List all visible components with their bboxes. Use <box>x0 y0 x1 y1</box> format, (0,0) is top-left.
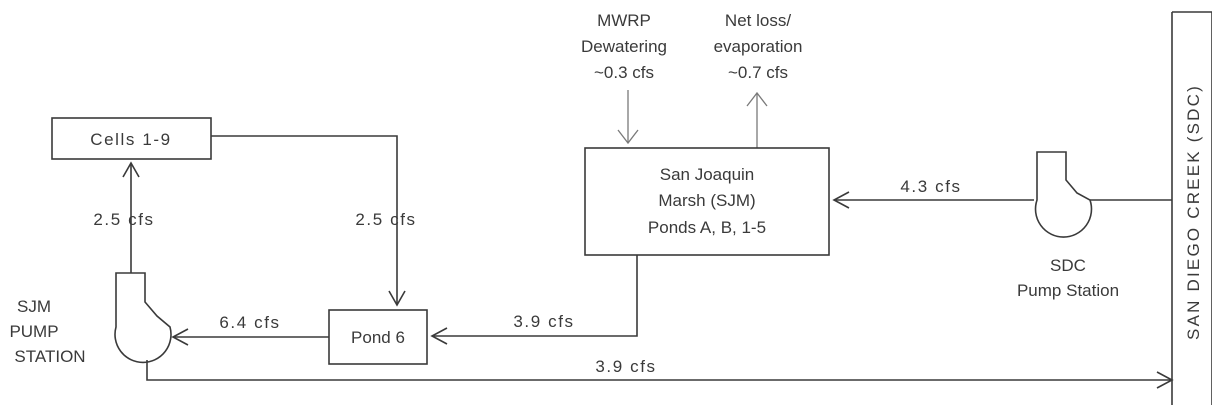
sjm-label-line1: San Joaquin <box>660 165 755 184</box>
cells-to-pond6-arrow <box>211 135 406 307</box>
mwrp-label-line1: MWRP <box>597 11 651 30</box>
pond6-label: Pond 6 <box>351 328 405 347</box>
sjm-label-line2: Marsh (SJM) <box>658 191 755 210</box>
sjm-pump-label-line1: SJM <box>17 297 51 316</box>
pond6-to-pump-flow-label: 6.4 cfs <box>219 313 280 332</box>
cells-box <box>51 117 212 160</box>
mwrp-label-line2: Dewatering <box>581 37 667 56</box>
sdc-pump-label-line2: Pump Station <box>1017 281 1119 300</box>
sdc-to-sjm-flow-label: 4.3 cfs <box>900 177 961 196</box>
pump-to-creek-arrow <box>146 360 1174 389</box>
pond6-to-pump-arrow <box>171 328 329 346</box>
creek-boundary <box>1171 11 1212 405</box>
net-loss-label-line1: Net loss/ <box>725 11 791 30</box>
pump-to-cells-flow-label: 2.5 cfs <box>93 210 154 229</box>
pump-to-cells-arrow <box>122 161 140 273</box>
sjm-box <box>584 147 830 256</box>
sdc-to-sjm-arrow <box>832 191 1034 209</box>
net-loss-label-line2: evaporation <box>714 37 803 56</box>
sjm-pump-label-line2: PUMP <box>9 322 58 341</box>
net-loss-flow-label: ~0.7 cfs <box>728 63 788 82</box>
sjm-to-pond6-arrow <box>430 255 638 345</box>
creek-label: SAN DIEGO CREEK (SDC) <box>1184 84 1203 340</box>
sjm-pump-icon <box>114 272 172 364</box>
cells-to-pond6-flow-label: 2.5 cfs <box>355 210 416 229</box>
sjm-label-line3: Ponds A, B, 1-5 <box>648 218 766 237</box>
sdc-pump-icon <box>1034 151 1172 238</box>
cells-label: Cells 1-9 <box>90 130 171 149</box>
sjm-to-pond6-flow-label: 3.9 cfs <box>513 312 574 331</box>
sdc-pump-label-line1: SDC <box>1050 256 1086 275</box>
net-loss-outflow-arrow <box>746 91 768 148</box>
pump-to-creek-flow-label: 3.9 cfs <box>595 357 656 376</box>
mwrp-inflow-arrow <box>617 90 639 145</box>
sjm-pump-label-line3: STATION <box>14 347 85 366</box>
mwrp-flow-label: ~0.3 cfs <box>594 63 654 82</box>
